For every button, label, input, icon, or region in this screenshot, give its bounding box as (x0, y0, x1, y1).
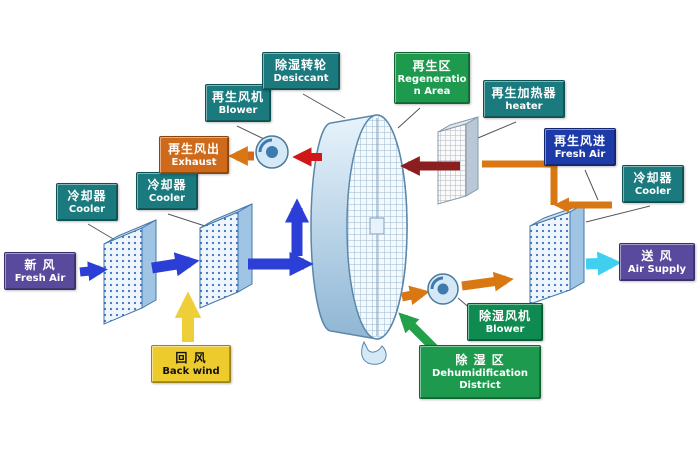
label-desiccant: 除湿转轮 Desiccant (262, 52, 340, 90)
arrow-blower-to-cooler (461, 271, 514, 292)
label-air-supply: 送 风 Air Supply (619, 243, 695, 281)
label-cooler-left-1: 冷却器 Cooler (56, 183, 118, 221)
heater-slab (437, 116, 479, 205)
label-regen-area: 再生区 Regeneration Area (394, 52, 470, 104)
label-zh: 再生加热器 (491, 85, 557, 100)
wheel-segment-sheet (361, 340, 387, 365)
process-air-arrows (79, 198, 314, 282)
cooler-slab-2 (199, 203, 253, 309)
label-zh: 新 风 (24, 257, 56, 272)
label-zh: 再生风进 (553, 133, 606, 148)
label-en: Regeneration Area (397, 73, 467, 97)
label-en: Blower (485, 323, 525, 335)
callout-lines (87, 93, 651, 311)
label-regen-blower: 再生风机 Blower (205, 84, 271, 122)
label-heater: 再生加热器 heater (483, 80, 565, 118)
arrow-fresh-air-in (79, 261, 108, 282)
label-zh: 再生风出 (167, 141, 220, 156)
label-cooler-right: 冷却器 Cooler (622, 165, 684, 203)
label-en: Exhaust (171, 156, 217, 168)
desiccant-wheel (310, 114, 408, 365)
supply-arrows (401, 251, 622, 306)
label-en: Cooler (68, 203, 106, 215)
label-en: Blower (218, 104, 258, 116)
label-dehum-blower: 除湿风机 Blower (467, 303, 543, 341)
label-back-wind: 回 风 Back wind (151, 345, 231, 383)
label-en: Cooler (634, 185, 672, 197)
label-en: Desiccant (273, 72, 329, 84)
label-zh: 回 风 (175, 350, 207, 365)
cooler-slab-1 (103, 219, 157, 325)
regeneration-arrows (228, 146, 612, 213)
regen-blower-fan-icon (255, 135, 289, 169)
dehum-blower-fan-icon (427, 273, 459, 305)
cooler-slab-right (529, 203, 585, 305)
arrow-dehum-district (398, 312, 440, 354)
label-zh: 除 湿 区 (455, 352, 505, 367)
label-cooler-left-2: 冷却器 Cooler (136, 172, 198, 210)
label-en: Back wind (162, 365, 220, 377)
label-zh: 送 风 (641, 248, 673, 263)
label-zh: 再生区 (412, 58, 452, 73)
label-zh: 再生风机 (211, 89, 264, 104)
pipe-regen-to-heater (482, 160, 558, 205)
label-fresh-air-in: 新 风 Fresh Air (4, 252, 76, 290)
label-dehum-district: 除 湿 区 Dehumidification District (419, 345, 541, 399)
label-exhaust: 再生风出 Exhaust (159, 136, 229, 174)
wheel-hub (369, 217, 385, 235)
label-zh: 冷却器 (67, 188, 107, 203)
arrow-wheel-to-dehum-blower (401, 285, 430, 306)
label-zh: 除湿转轮 (274, 57, 327, 72)
label-zh: 除湿风机 (478, 308, 531, 323)
label-en: Fresh Air (554, 148, 606, 160)
arrow-cooler1-to-cooler2 (151, 252, 200, 277)
label-zh: 冷却器 (147, 177, 187, 192)
label-regen-fresh-air: 再生风进 Fresh Air (544, 128, 616, 166)
label-en: Dehumidification District (431, 367, 529, 391)
arrow-cooler-to-supply (585, 251, 622, 276)
label-en: Cooler (148, 192, 186, 204)
label-en: Air Supply (627, 263, 687, 275)
label-en: heater (505, 100, 543, 112)
label-en: Fresh Air (14, 272, 66, 284)
label-zh: 冷却器 (633, 170, 673, 185)
